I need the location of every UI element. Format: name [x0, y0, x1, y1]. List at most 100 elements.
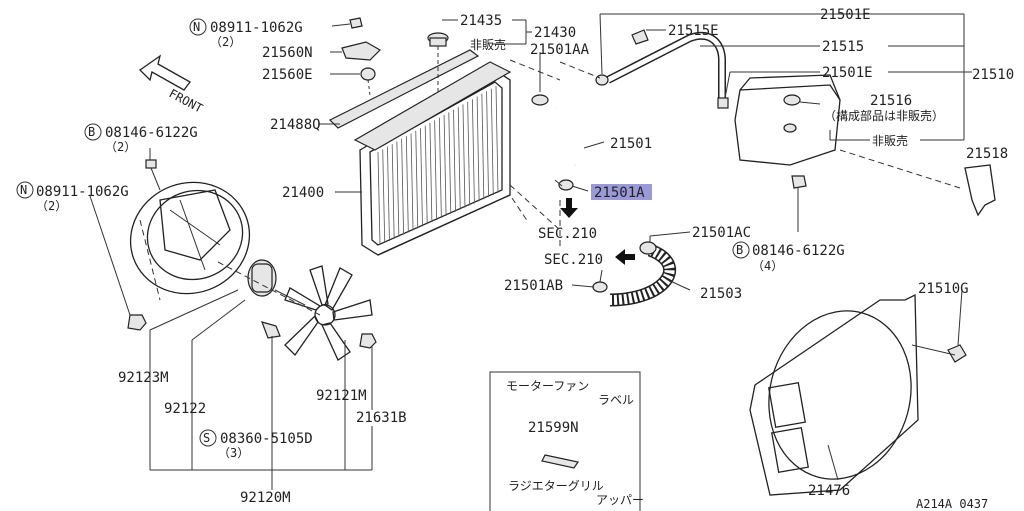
- radiator-fin: [490, 88, 494, 196]
- bolt-left-bottom[interactable]: [127, 314, 147, 331]
- label-21400: 21400: [282, 185, 324, 201]
- label-21515: 21515: [822, 39, 864, 55]
- label-21501E-mid: 21501E: [822, 65, 873, 81]
- radiator-fin: [424, 125, 428, 225]
- label-21476: 21476: [808, 483, 850, 499]
- label-not-sold-2: 非販売: [872, 133, 908, 148]
- dashed-lines: [139, 59, 961, 316]
- label-21435: 21435: [460, 13, 502, 29]
- label-21501AB: 21501AB: [504, 278, 563, 294]
- label-92123M: 92123M: [118, 370, 169, 386]
- radiator-fin: [391, 144, 395, 239]
- label-grille-1: ラジエターグリル: [508, 479, 604, 493]
- bracket-21518[interactable]: [964, 164, 996, 217]
- nut-top[interactable]: [349, 17, 363, 29]
- radiator-fins: [377, 85, 499, 246]
- lower-hose[interactable]: [609, 243, 677, 307]
- radiator-fin: [453, 109, 456, 212]
- label-sticker[interactable]: [541, 454, 579, 469]
- label-bolt-b-right: 08146-6122G: [752, 243, 845, 259]
- label-21515E: 21515E: [668, 23, 719, 39]
- clamp-21501AB[interactable]: [592, 281, 608, 293]
- label-21430: 21430: [534, 25, 576, 41]
- clamp-21501AC[interactable]: [639, 241, 657, 255]
- bolt-right[interactable]: [791, 175, 807, 232]
- front-arrow: [138, 54, 191, 91]
- symbol-n-top: N: [189, 18, 207, 36]
- radiator-fin: [401, 138, 404, 235]
- label-92120M: 92120M: [240, 490, 291, 506]
- radiator-fin: [462, 104, 466, 208]
- label-front: FRONT: [167, 86, 205, 115]
- label-21501: 21501: [610, 136, 652, 152]
- radiator[interactable]: [353, 61, 512, 256]
- label-not-sold-1: 非販売: [470, 37, 506, 52]
- svg-text:N: N: [20, 183, 27, 197]
- label-21501A: 21501A: [594, 185, 645, 201]
- upper-hose[interactable]: [553, 103, 588, 168]
- label-bolt-b-left: 08146-6122G: [105, 125, 198, 141]
- label-21510G: 21510G: [918, 281, 969, 297]
- label-sec210-a: SEC.210: [538, 226, 597, 242]
- screw-08360[interactable]: [261, 321, 281, 470]
- radiator-fin: [377, 151, 381, 246]
- fan-blade[interactable]: [284, 265, 373, 361]
- clip-21501E-top[interactable]: [595, 74, 609, 86]
- label-21518: 21518: [966, 146, 1008, 162]
- radiator-fin: [467, 101, 471, 206]
- radiator-fin: [415, 130, 419, 229]
- radiator-fin: [486, 91, 489, 198]
- radiator-fin: [410, 133, 414, 231]
- label-bolt-s-qty: （3）: [218, 446, 249, 460]
- bushing-21560E[interactable]: [360, 67, 376, 96]
- label-motor-fan-1: モーターファン: [506, 379, 589, 393]
- arrow-sec210-a: [560, 198, 578, 218]
- label-bolt-s: 08360-5105D: [220, 431, 313, 447]
- radiator-fin: [448, 112, 452, 214]
- radiator-fin: [495, 85, 499, 194]
- radiator-fin: [429, 122, 433, 223]
- svg-text:B: B: [88, 125, 95, 139]
- upper-seal[interactable]: [328, 49, 480, 129]
- label-21560N: 21560N: [262, 45, 313, 61]
- label-bolt-n-left: 08911-1062G: [36, 184, 129, 200]
- label-21510: 21510: [972, 67, 1014, 83]
- motor-fan-label-box: [489, 371, 641, 511]
- bolt-21510G[interactable]: [947, 344, 967, 363]
- label-21501E-top: 21501E: [820, 7, 871, 23]
- reservoir-tank[interactable]: [734, 74, 841, 166]
- label-21488Q: 21488Q: [270, 117, 321, 133]
- radiator-cap[interactable]: [427, 32, 449, 92]
- svg-text:S: S: [203, 431, 210, 445]
- fan-shroud[interactable]: [115, 166, 265, 310]
- leader-lines: [89, 13, 972, 490]
- radiator-fin: [405, 136, 409, 233]
- symbol-s: S: [199, 429, 217, 447]
- label-92122: 92122: [164, 401, 206, 417]
- clamp-21515E[interactable]: [631, 29, 649, 45]
- clamp-21501AA[interactable]: [531, 94, 549, 106]
- clip-21501E-mid[interactable]: [717, 97, 729, 109]
- clamp-21501A[interactable]: [558, 179, 574, 191]
- radiator-fin: [481, 93, 485, 200]
- shroud-21476[interactable]: [749, 293, 930, 496]
- label-21599N: 21599N: [528, 420, 579, 436]
- overflow-hose[interactable]: [606, 31, 726, 100]
- label-21516: 21516: [870, 93, 912, 109]
- label-21516-note: （構成部品は非販売）: [824, 108, 944, 123]
- bolt-left-top[interactable]: [145, 159, 161, 191]
- label-21501AA: 21501AA: [530, 42, 590, 58]
- nut-21631B[interactable]: [359, 333, 377, 349]
- radiator-fin: [420, 128, 423, 227]
- bracket-21560N[interactable]: [341, 41, 381, 61]
- label-sec210-b: SEC.210: [544, 252, 603, 268]
- symbol-b-left: B: [84, 123, 102, 141]
- radiator-fin: [443, 115, 447, 216]
- label-bolt-n-top-qty: （2）: [210, 35, 241, 49]
- label-21631B: 21631B: [356, 410, 407, 426]
- highlight-21501A: [591, 184, 652, 200]
- symbol-b-right: B: [732, 241, 750, 259]
- radiator-fin: [472, 99, 475, 204]
